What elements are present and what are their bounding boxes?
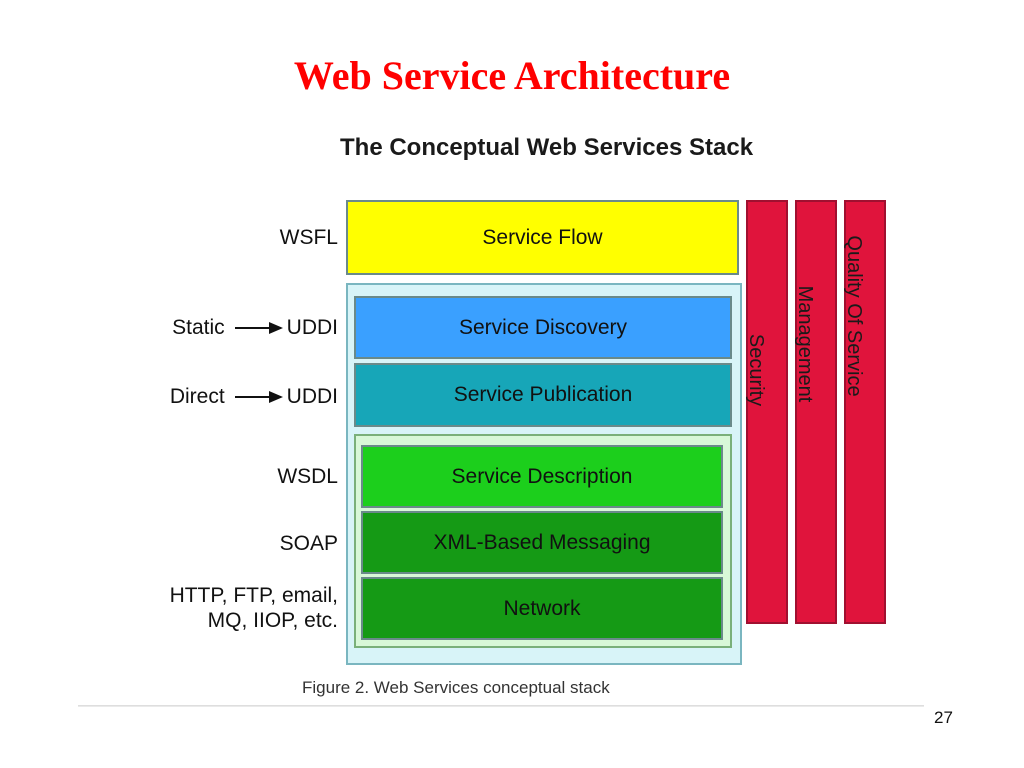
label-uddi-static: UDDI [286, 316, 338, 339]
label-direct-uddi: Direct UDDI [170, 385, 338, 409]
figure-caption: Figure 2. Web Services conceptual stack [302, 678, 610, 697]
label-transport-line1: HTTP, FTP, email, [169, 584, 338, 607]
label-wsdl: WSDL [277, 465, 338, 488]
label-static-uddi: Static UDDI [172, 316, 338, 340]
page-number: 27 [934, 708, 953, 727]
pillar-security: Security [745, 200, 788, 624]
pillar-qos-label: Quality Of Service [843, 235, 865, 397]
slide-title: Web Service Architecture [293, 53, 731, 98]
layer-service-flow: Service Flow [346, 200, 739, 275]
layer-service-description: Service Description [361, 445, 723, 508]
label-transport-line2: MQ, IIOP, etc. [207, 609, 338, 632]
label-soap: SOAP [279, 532, 338, 555]
layer-service-publication-label: Service Publication [453, 383, 633, 406]
arrow-icon [234, 391, 283, 403]
layer-service-description-label: Service Description [451, 464, 633, 488]
layer-xml-messaging-label: XML-Based Messaging [433, 530, 651, 554]
diagram-title: The Conceptual Web Services Stack [340, 134, 754, 161]
pillar-quality-of-service: Quality Of Service [843, 200, 886, 624]
label-uddi-direct: UDDI [286, 385, 338, 408]
pillar-management: Management [794, 200, 837, 624]
pillar-security-label: Security [745, 333, 767, 407]
pillar-management-label: Management [794, 285, 816, 403]
layer-service-publication: Service Publication [354, 363, 732, 427]
footer-divider [78, 705, 924, 707]
label-static: Static [172, 316, 225, 339]
layer-xml-messaging: XML-Based Messaging [361, 511, 723, 574]
label-direct: Direct [169, 385, 225, 408]
layer-network: Network [361, 577, 723, 640]
layer-service-flow-label: Service Flow [482, 225, 603, 249]
layer-service-discovery-label: Service Discovery [458, 315, 628, 339]
layer-service-discovery: Service Discovery [354, 296, 732, 359]
label-wsfl: WSFL [279, 226, 338, 249]
layer-network-label: Network [503, 596, 581, 620]
arrow-icon [234, 322, 283, 334]
